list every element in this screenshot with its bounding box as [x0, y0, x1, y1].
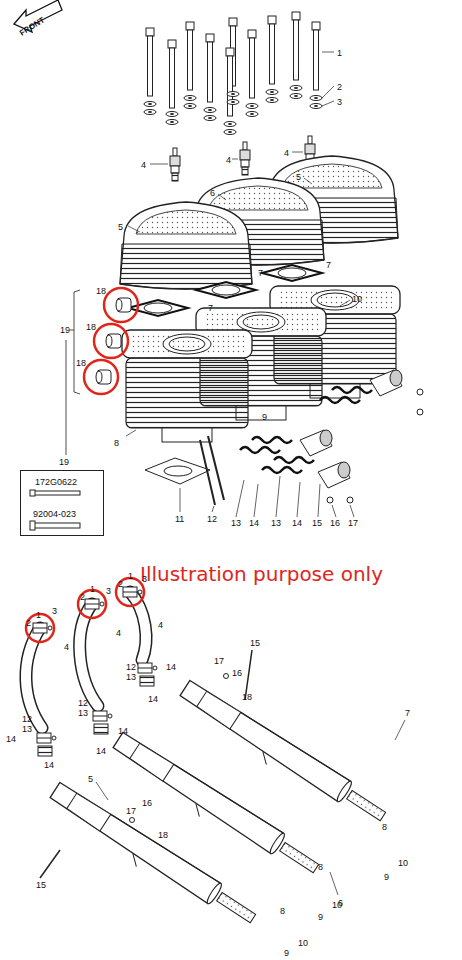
callout-number: 14: [249, 518, 259, 528]
callout-number: 8: [280, 906, 285, 916]
callout-number: 17: [348, 518, 358, 528]
callout-number: 2: [80, 592, 85, 602]
callout-number: 4: [64, 642, 69, 652]
callout-number: 9: [384, 872, 389, 882]
callout-number: 1: [128, 571, 133, 581]
callout-number: 1: [90, 584, 95, 594]
callout-number: 8: [382, 822, 387, 832]
callout-number: 2: [337, 82, 342, 92]
callout-number: 17: [126, 806, 136, 816]
callout-number: 13: [22, 724, 32, 734]
callout-number: 18: [76, 358, 86, 368]
callout-number: 3: [106, 586, 111, 596]
callout-number: 1: [36, 610, 41, 620]
callout-number: 15: [312, 518, 322, 528]
callout-number: 4: [158, 620, 163, 630]
callout-number: 10: [398, 858, 408, 868]
callout-number: 19: [59, 457, 69, 467]
callout-number: 7: [405, 708, 410, 718]
callout-number: 15: [36, 880, 46, 890]
callout-number: 14: [44, 760, 54, 770]
callout-number: 11: [175, 514, 184, 524]
callout-number: 16: [330, 518, 340, 528]
callout-number: 16: [232, 668, 242, 678]
callout-number: 4: [116, 628, 121, 638]
callout-number: 5: [88, 774, 93, 784]
callout-number: 19: [60, 325, 70, 335]
callout-number: 9: [262, 412, 267, 422]
callout-number: 12: [126, 662, 136, 672]
callout-number: 12: [78, 698, 88, 708]
callout-number: 8: [318, 862, 323, 872]
callout-number: 13: [78, 708, 88, 718]
callout-number: 3: [142, 574, 147, 584]
callout-number: 4: [141, 160, 146, 170]
callout-number: 14: [148, 694, 158, 704]
callout-number: 10: [352, 294, 362, 304]
callout-number: 1: [337, 48, 342, 58]
callout-number: 4: [284, 148, 289, 158]
callout-number: 18: [86, 322, 96, 332]
callout-number: 13: [126, 672, 136, 682]
callout-number: 7: [208, 303, 213, 313]
callout-number: 10: [298, 938, 308, 948]
callout-number: 12: [22, 714, 32, 724]
callout-number: 3: [337, 97, 342, 107]
callout-number: 9: [318, 912, 323, 922]
callout-number: 5: [118, 222, 123, 232]
callout-number: 14: [166, 662, 176, 672]
callout-number: 14: [292, 518, 302, 528]
callout-number: 5: [296, 172, 301, 182]
callout-number: 12: [207, 514, 217, 524]
callout-number: 15: [250, 638, 260, 648]
callout-number: 10: [332, 900, 342, 910]
callout-number: 7: [258, 268, 263, 278]
part-number: 172G0622: [35, 477, 77, 487]
callout-number: 8: [114, 438, 119, 448]
callout-number: 13: [271, 518, 281, 528]
callout-number: 2: [26, 618, 31, 628]
callout-number: 17: [214, 656, 224, 666]
callout-number: 16: [142, 798, 152, 808]
callout-number: 18: [242, 692, 252, 702]
callout-number: 7: [326, 260, 331, 270]
callout-number: 9: [284, 948, 289, 958]
watermark-note: Illustration purpose only: [140, 562, 383, 586]
callout-number: 14: [6, 734, 16, 744]
callout-number: 14: [118, 726, 128, 736]
callout-number: 6: [210, 188, 215, 198]
callout-number: 13: [231, 518, 241, 528]
callout-number: 18: [158, 830, 168, 840]
callout-number: 3: [52, 606, 57, 616]
callout-number: 14: [96, 746, 106, 756]
part-detail-box: 19172G062292004-023: [20, 470, 104, 536]
callout-number: 4: [226, 155, 231, 165]
callout-number: 18: [96, 286, 106, 296]
part-number: 92004-023: [33, 509, 76, 519]
callout-number: 2: [118, 579, 123, 589]
